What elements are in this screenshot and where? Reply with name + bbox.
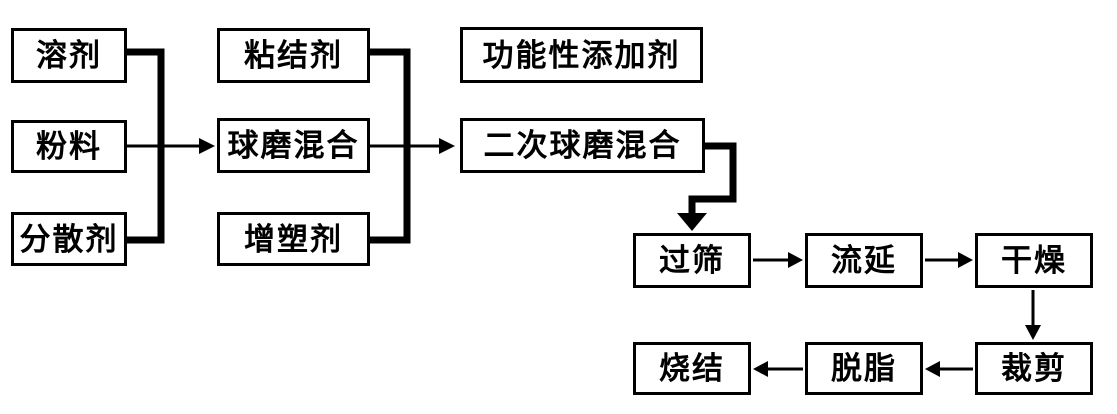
node-binder: 粘结剂 (217, 28, 370, 83)
edge-sieving-to-casting (753, 252, 803, 268)
node-binder-label: 粘结剂 (244, 38, 343, 73)
node-sintering: 烧结 (633, 342, 751, 395)
node-functional-additive: 功能性添加剂 (460, 27, 703, 83)
node-drying: 干燥 (975, 233, 1093, 288)
node-plasticizer-label: 增塑剂 (244, 221, 343, 257)
node-solvent: 溶剂 (11, 28, 127, 83)
node-secondary-ball-milling-label: 二次球磨混合 (483, 128, 682, 163)
edge-drying-to-cutting (1025, 290, 1041, 340)
edge-arrow-to-secondary-milling (370, 138, 455, 154)
node-tape-casting-label: 流延 (831, 243, 897, 278)
node-functional-additive-label: 功能性添加剂 (482, 37, 681, 73)
node-cutting-label: 裁剪 (1001, 351, 1067, 386)
node-sieving-label: 过筛 (659, 243, 725, 278)
node-drying-label: 干燥 (1001, 243, 1067, 278)
node-powder-label: 粉料 (36, 129, 102, 164)
node-secondary-ball-milling: 二次球磨混合 (460, 118, 705, 173)
node-ball-milling: 球磨混合 (217, 118, 370, 173)
edge-secondary-milling-to-sieving (677, 142, 737, 231)
node-debinding-label: 脱脂 (831, 351, 897, 386)
edge-debinding-to-sintering (753, 361, 803, 377)
edge-casting-to-drying (925, 252, 973, 268)
node-sieving: 过筛 (633, 233, 751, 288)
node-dispersant: 分散剂 (11, 212, 127, 266)
node-sintering-label: 烧结 (659, 351, 725, 386)
node-cutting: 裁剪 (975, 342, 1093, 395)
edge-cutting-to-debinding (925, 361, 973, 377)
edge-arrow-to-ball-milling (127, 138, 215, 154)
node-powder: 粉料 (11, 120, 127, 173)
node-solvent-label: 溶剂 (36, 38, 102, 73)
node-ball-milling-label: 球磨混合 (227, 128, 360, 163)
node-dispersant-label: 分散剂 (19, 221, 119, 257)
node-tape-casting: 流延 (805, 233, 923, 288)
node-debinding: 脱脂 (805, 342, 923, 395)
node-plasticizer: 增塑剂 (217, 212, 370, 266)
